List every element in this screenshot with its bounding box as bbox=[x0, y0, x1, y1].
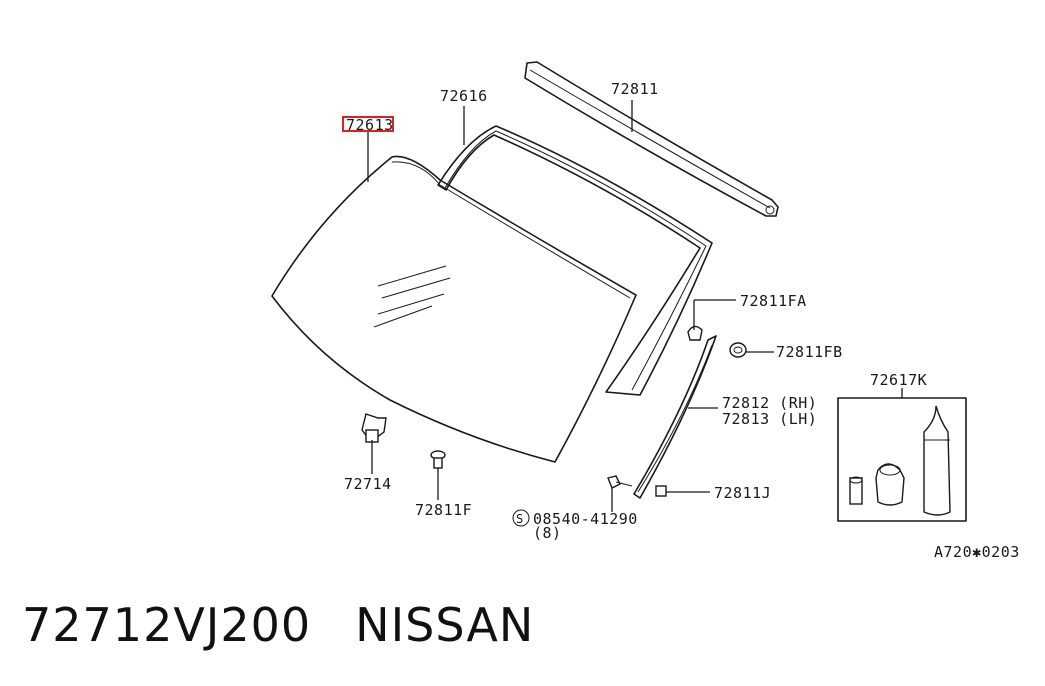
label-spacer: 72714 bbox=[344, 475, 392, 493]
clip-j-part bbox=[655, 485, 667, 497]
highlight-box bbox=[342, 116, 394, 132]
part-caption: 72712VJ200 NISSAN bbox=[22, 598, 534, 652]
clip-fb-part bbox=[729, 342, 747, 358]
label-screw-code: 08540-41290 bbox=[533, 510, 638, 528]
label-clip-j: 72811J bbox=[714, 484, 771, 502]
screw-callout: S 08540-41290 (8) bbox=[512, 509, 638, 542]
kit-box bbox=[837, 397, 967, 522]
label-screw-qty: (8) bbox=[533, 524, 562, 542]
brand-name: NISSAN bbox=[355, 598, 535, 652]
clip-fa-part bbox=[687, 325, 703, 341]
diagram-reference: A720✱0203 bbox=[934, 543, 1020, 561]
label-clip-fb: 72811FB bbox=[776, 343, 843, 361]
label-clip-fa: 72811FA bbox=[740, 292, 807, 310]
label-kit: 72617K bbox=[870, 371, 927, 389]
clip-f-part bbox=[430, 450, 446, 469]
label-molding-lh: 72813 (LH) bbox=[722, 410, 817, 428]
label-seal: 72616 bbox=[440, 87, 488, 105]
label-glass: 72613 bbox=[346, 116, 394, 134]
side-molding-part bbox=[633, 335, 717, 499]
windshield-seal-part bbox=[437, 125, 713, 396]
label-molding-rh: 72812 (RH) bbox=[722, 394, 817, 412]
screw-part bbox=[607, 475, 633, 489]
label-molding-top: 72811 bbox=[611, 80, 659, 98]
windshield-glass-part bbox=[271, 155, 637, 463]
part-number: 72712VJ200 bbox=[22, 598, 312, 652]
spacer-part bbox=[361, 413, 387, 443]
leader-lines bbox=[367, 100, 903, 512]
top-molding-part bbox=[524, 61, 779, 217]
label-clip-f: 72811F bbox=[415, 501, 472, 519]
screw-symbol: S bbox=[516, 512, 524, 526]
